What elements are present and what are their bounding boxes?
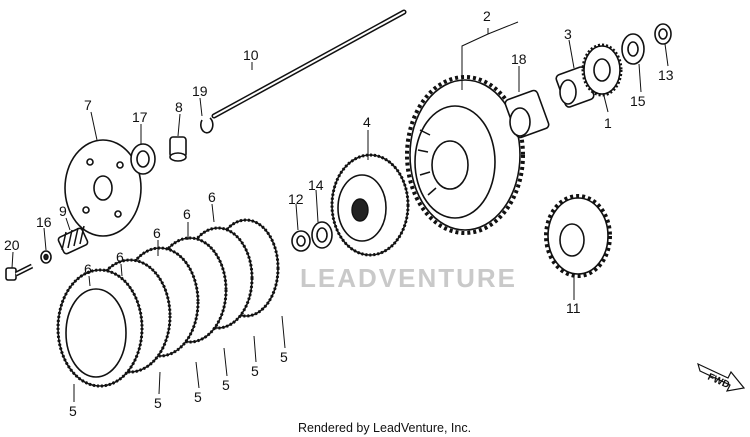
part-17-bearing	[130, 143, 156, 175]
fwd-label: FWD	[706, 372, 731, 391]
part-8-lifter-piece	[169, 136, 187, 162]
callout-6e: 6	[208, 189, 216, 205]
callout-19: 19	[192, 83, 208, 99]
callout-6c: 6	[153, 225, 161, 241]
callout-5c: 5	[194, 389, 202, 405]
callout-6b: 6	[116, 249, 124, 265]
callout-8: 8	[175, 99, 183, 115]
callout-3: 3	[564, 26, 572, 42]
callout-7: 7	[84, 97, 92, 113]
part-12-ring	[291, 230, 311, 252]
callout-5a: 5	[69, 403, 77, 419]
part-15-washer	[621, 33, 645, 65]
part-14-washer	[311, 221, 333, 249]
watermark: LEADVENTURE	[300, 263, 517, 293]
part-13-ring	[654, 23, 672, 45]
part-20-bolt	[5, 263, 34, 281]
callout-13: 13	[658, 67, 674, 83]
part-2-clutch-outer	[405, 75, 525, 235]
callout-5b: 5	[154, 395, 162, 411]
callout-5e: 5	[251, 363, 259, 379]
callout-9: 9	[59, 203, 67, 219]
callout-labels: 2 18 3 1 15 13 4 11 7 17 8 19 10 12 14 9…	[4, 8, 674, 419]
callout-4: 4	[363, 114, 371, 130]
callout-17: 17	[132, 109, 148, 125]
callout-5d: 5	[222, 377, 230, 393]
callout-16: 16	[36, 214, 52, 230]
part-11-gear	[544, 194, 612, 278]
callout-11: 11	[566, 300, 581, 316]
leader-lines	[11, 21, 669, 402]
clutch-plate-stack	[56, 218, 280, 388]
callout-2: 2	[483, 8, 491, 24]
part-4-clutch-center	[330, 153, 410, 257]
part-18-needle-bearing	[504, 89, 550, 139]
callout-18: 18	[511, 51, 527, 67]
fwd-direction-arrow: FWD	[697, 362, 746, 392]
callout-12: 12	[288, 191, 304, 207]
callout-20: 20	[4, 237, 20, 253]
callout-15: 15	[630, 93, 646, 109]
part-10-push-rod	[211, 9, 407, 119]
part-1-sprocket	[581, 43, 623, 97]
render-credit: Rendered by LeadVenture, Inc.	[298, 421, 471, 435]
part-7-lifter-plate	[64, 139, 142, 237]
callout-10: 10	[243, 47, 259, 63]
callout-6a: 6	[84, 261, 92, 277]
part-9-spring	[57, 225, 89, 255]
callout-1: 1	[604, 115, 612, 131]
part-16-washer	[40, 250, 52, 264]
callout-5f: 5	[280, 349, 288, 365]
callout-14: 14	[308, 177, 324, 193]
callout-6d: 6	[183, 206, 191, 222]
part-19-circlip	[200, 117, 214, 134]
